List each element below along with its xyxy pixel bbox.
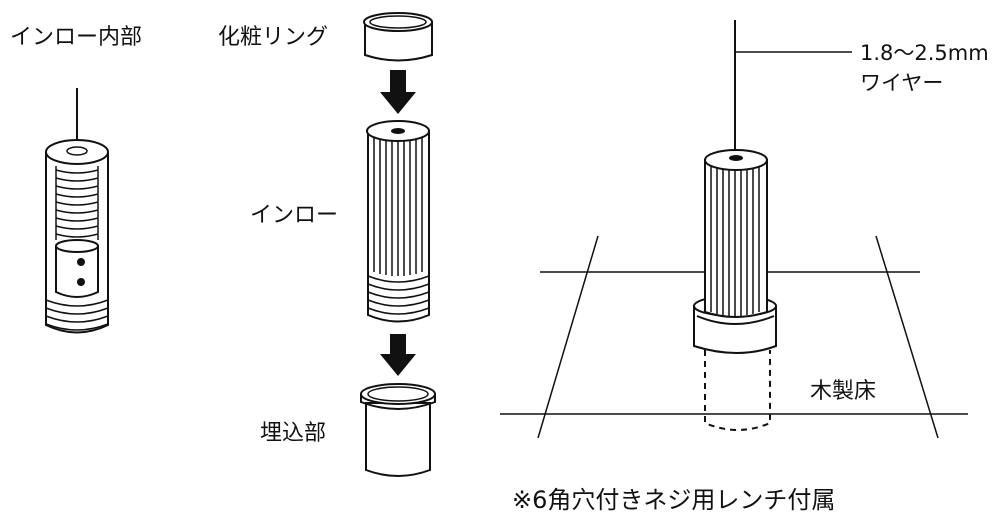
- floor-line-right: [875, 235, 939, 439]
- embedded-sleeve-hidden: [704, 350, 771, 431]
- inro-interior-figure: [45, 88, 109, 334]
- interior-thread: [45, 299, 109, 331]
- label-inro: インロー: [250, 203, 338, 228]
- interior-spring: [55, 166, 99, 240]
- interior-top-hole: [66, 146, 88, 156]
- label-cosmetic-ring: 化粧リング: [218, 25, 328, 50]
- label-note: ※6角穴付きネジ用レンチ付属: [512, 486, 835, 514]
- interior-plug: [55, 239, 99, 298]
- cosmetic-ring-figure: [363, 12, 433, 62]
- label-inro-interior: インロー内部: [10, 25, 142, 50]
- label-wire-size: 1.8〜2.5mm: [860, 41, 989, 65]
- embedded-part-figure: [360, 383, 436, 477]
- arrow-down-icon: [380, 334, 416, 376]
- label-embedded-part: 埋込部: [260, 421, 326, 446]
- interior-cylinder-body: [45, 152, 109, 334]
- installed-view-figure: [500, 20, 968, 439]
- label-wooden-floor: 木製床: [810, 379, 876, 404]
- installed-inro: [704, 159, 768, 318]
- inro-figure: [366, 120, 430, 323]
- label-wire: ワイヤー: [860, 71, 943, 95]
- installed-ring: [693, 305, 777, 354]
- floor-line-left: [537, 235, 599, 439]
- arrow-down-icon: [380, 70, 416, 114]
